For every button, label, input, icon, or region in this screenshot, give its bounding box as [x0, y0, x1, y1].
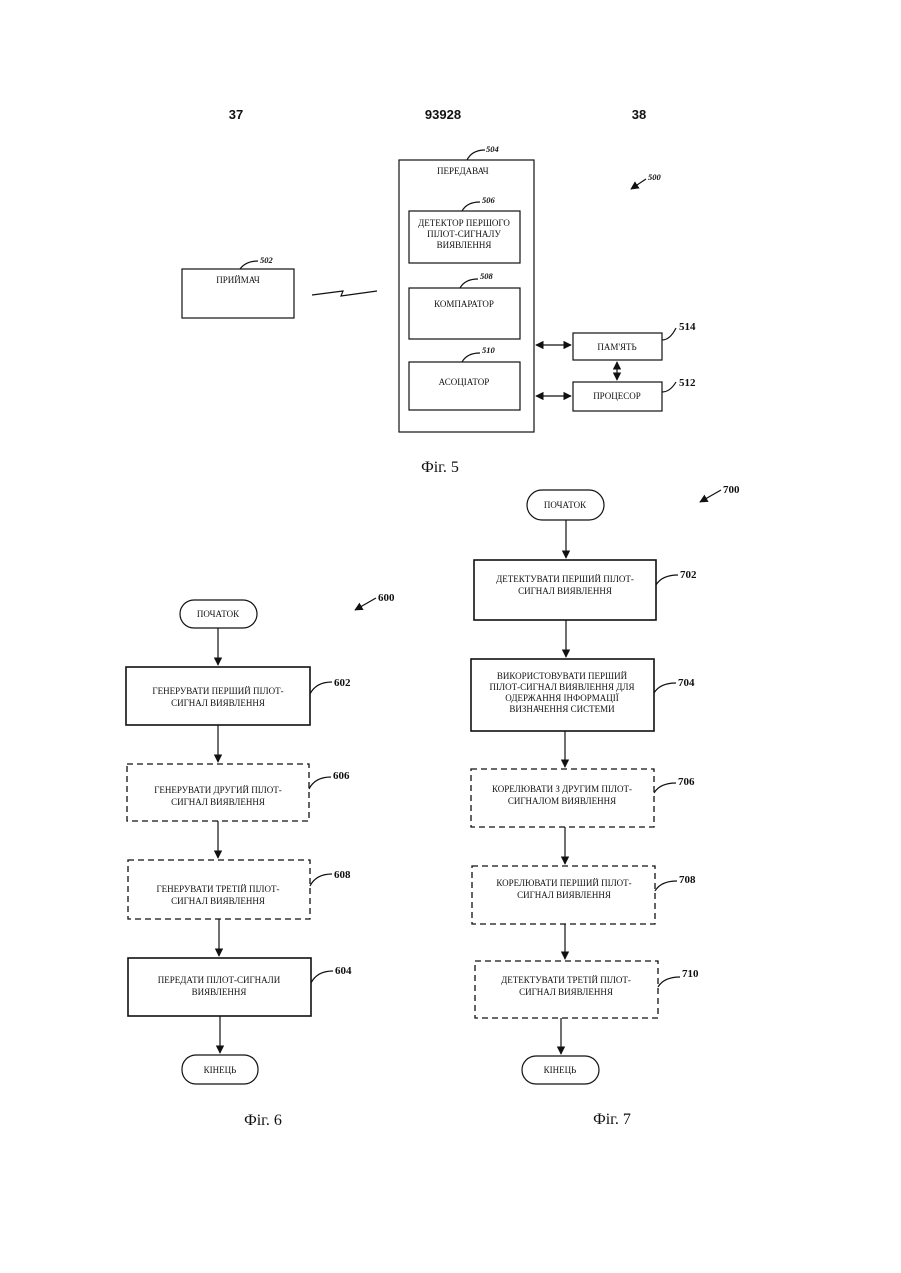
fig7-step-706-line-2: СИГНАЛОМ ВИЯВЛЕННЯ — [508, 796, 616, 806]
fig6-flowchart: 600 ПОЧАТОК ГЕНЕРУВАТИ ПЕРШИЙ ПІЛОТ- СИГ… — [126, 592, 395, 1129]
fig6-step-604-line-2: ВИЯВЛЕННЯ — [192, 987, 247, 997]
fig7-step-702-ref-leader — [656, 575, 678, 585]
fig7-flowchart: 700 ПОЧАТОК ДЕТЕКТУВАТИ ПЕРШИЙ ПІЛОТ- СИ… — [471, 484, 740, 1128]
fig7-step-708-ref-leader — [655, 881, 677, 891]
fig6-caption: Фіг. 6 — [244, 1112, 282, 1129]
fig6-step-606-line-1: ГЕНЕРУВАТИ ДРУГИЙ ПІЛОТ- — [154, 785, 282, 795]
fig7-step-710-ref: 710 — [682, 968, 699, 980]
fig6-step-606-ref: 606 — [333, 770, 350, 782]
fig6-step-602-box — [126, 667, 310, 725]
fig6-step-602-ref-leader — [310, 682, 332, 694]
fig5-ref-500-arrow — [631, 179, 646, 189]
transmitter-ref-leader — [467, 150, 485, 160]
transmitter-ref: 504 — [486, 144, 499, 154]
fig6-step-604-ref-leader — [311, 971, 333, 983]
associator-ref-leader — [462, 353, 480, 362]
fig7-step-708-line-1: КОРЕЛЮВАТИ ПЕРШИЙ ПІЛОТ- — [496, 878, 631, 888]
right-page-number: 38 — [632, 107, 646, 122]
left-page-number: 37 — [229, 107, 243, 122]
fig7-step-704-line-1: ВИКОРИСТОВУВАТИ ПЕРШИЙ — [497, 671, 628, 681]
fig7-start-label: ПОЧАТОК — [544, 500, 587, 510]
detector-ref: 506 — [482, 195, 496, 205]
fig7-ref-700-arrow — [700, 490, 721, 502]
fig7-step-702-line-2: СИГНАЛ ВИЯВЛЕННЯ — [518, 586, 612, 596]
fig6-step-606-line-2: СИГНАЛ ВИЯВЛЕННЯ — [171, 797, 265, 807]
receiver-ref-leader — [240, 261, 258, 269]
fig7-step-706-ref: 706 — [678, 776, 695, 788]
receiver-ref: 502 — [260, 255, 274, 265]
fig7-step-704-line-4: ВИЗНАЧЕННЯ СИСТЕМИ — [509, 704, 615, 714]
associator-label: АСОЦІАТОР — [439, 377, 490, 387]
detector-line-1: ДЕТЕКТОР ПЕРШОГО — [418, 218, 510, 228]
processor-label: ПРОЦЕСОР — [593, 391, 641, 401]
fig7-step-708-line-2: СИГНАЛ ВИЯВЛЕННЯ — [517, 890, 611, 900]
transmitter-label: ПЕРЕДАВАЧ — [437, 166, 489, 176]
wireless-link — [312, 291, 377, 296]
fig7-step-704-ref-leader — [654, 683, 676, 693]
fig6-ref-600-arrow — [355, 598, 376, 610]
detector-line-2: ПІЛОТ-СИГНАЛУ — [427, 229, 501, 239]
fig7-step-710-line-1: ДЕТЕКТУВАТИ ТРЕТІЙ ПІЛОТ- — [501, 975, 631, 985]
fig6-end-label: КІНЕЦЬ — [204, 1065, 237, 1075]
memory-ref-leader — [662, 328, 676, 340]
transmitter-box — [399, 160, 534, 432]
fig7-step-702-ref: 702 — [680, 569, 697, 581]
fig7-step-702-line-1: ДЕТЕКТУВАТИ ПЕРШИЙ ПІЛОТ- — [496, 574, 634, 584]
fig6-step-604-ref: 604 — [335, 965, 352, 977]
fig7-caption: Фіг. 7 — [593, 1111, 631, 1128]
processor-ref-leader — [662, 382, 676, 392]
associator-ref: 510 — [482, 345, 496, 355]
fig6-step-602-line-2: СИГНАЛ ВИЯВЛЕННЯ — [171, 698, 265, 708]
fig6-step-608-line-1: ГЕНЕРУВАТИ ТРЕТІЙ ПІЛОТ- — [156, 884, 279, 894]
comparator-ref: 508 — [480, 271, 494, 281]
patent-number: 93928 — [425, 107, 461, 122]
fig6-step-608-ref: 608 — [334, 869, 351, 881]
comparator-box — [409, 288, 520, 339]
memory-ref: 514 — [679, 321, 696, 333]
fig7-end-label: КІНЕЦЬ — [544, 1065, 577, 1075]
fig6-start-label: ПОЧАТОК — [197, 609, 240, 619]
fig7-step-710-ref-leader — [658, 977, 680, 987]
fig6-step-608-ref-leader — [310, 874, 332, 886]
fig6-step-606-ref-leader — [309, 777, 331, 789]
receiver-label: ПРИЙМАЧ — [216, 275, 260, 285]
fig6-step-602-line-1: ГЕНЕРУВАТИ ПЕРШИЙ ПІЛОТ- — [152, 686, 283, 696]
fig7-step-704-ref: 704 — [678, 677, 695, 689]
detector-ref-leader — [462, 202, 480, 211]
fig7-step-706-ref-leader — [654, 783, 676, 793]
detector-line-3: ВИЯВЛЕННЯ — [437, 240, 492, 250]
fig7-step-706-line-1: КОРЕЛЮВАТИ З ДРУГИМ ПІЛОТ- — [492, 784, 632, 794]
fig7-step-704-line-2: ПІЛОТ-СИГНАЛ ВИЯВЛЕННЯ ДЛЯ — [490, 682, 635, 692]
fig5-ref-500: 500 — [648, 172, 662, 182]
fig5-caption: Фіг. 5 — [421, 459, 459, 476]
fig5-diagram: 500 ПРИЙМАЧ 502 ПЕРЕДАВАЧ 504 ДЕТЕКТОР П… — [182, 144, 696, 476]
fig6-step-604-line-1: ПЕРЕДАТИ ПІЛОТ-СИГНАЛИ — [158, 975, 281, 985]
comparator-ref-leader — [460, 279, 478, 288]
fig7-step-708-ref: 708 — [679, 874, 696, 886]
fig6-step-608-line-2: СИГНАЛ ВИЯВЛЕННЯ — [171, 896, 265, 906]
fig6-ref-600: 600 — [378, 592, 395, 604]
fig7-ref-700: 700 — [723, 484, 740, 496]
fig6-step-602-ref: 602 — [334, 677, 351, 689]
processor-ref: 512 — [679, 377, 696, 389]
memory-label: ПАМ'ЯТЬ — [597, 342, 636, 352]
fig7-step-710-line-2: СИГНАЛ ВИЯВЛЕННЯ — [519, 987, 613, 997]
comparator-label: КОМПАРАТОР — [434, 299, 494, 309]
fig7-step-704-line-3: ОДЕРЖАННЯ ІНФОРМАЦІЇ — [505, 693, 618, 703]
